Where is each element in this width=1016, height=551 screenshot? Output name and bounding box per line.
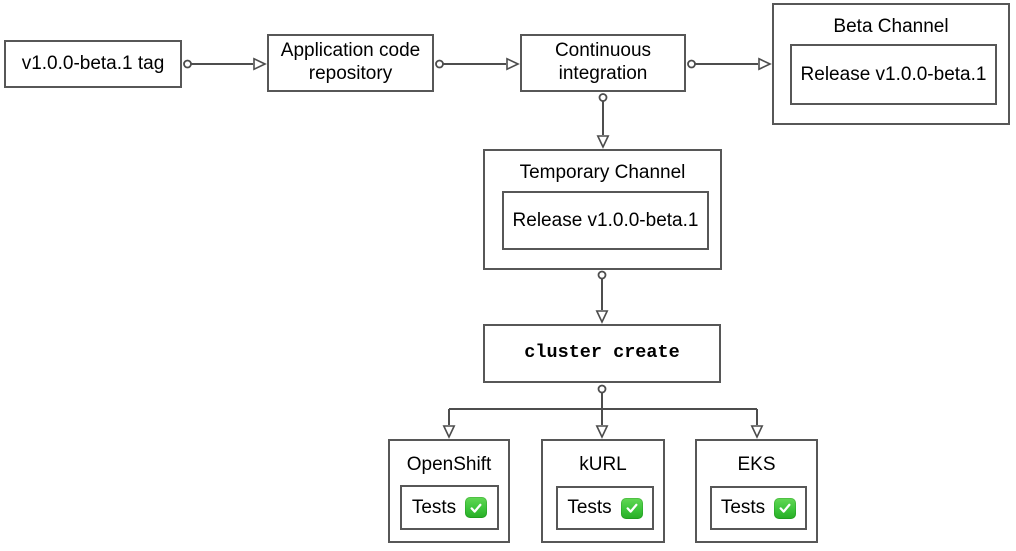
eks-tests-label: Tests xyxy=(720,497,766,518)
edge-ci-to-temporary-channel xyxy=(596,93,610,149)
temporary-channel-title: Temporary Channel xyxy=(519,162,686,183)
openshift-tests-box: Tests xyxy=(400,485,499,530)
kurl-tests-box: Tests xyxy=(556,486,654,530)
node-cluster-create: cluster create xyxy=(483,324,721,383)
temporary-channel-release-label: Release v1.0.0-beta.1 xyxy=(512,209,699,231)
eks-title: EKS xyxy=(737,454,776,475)
edge-repo-to-ci xyxy=(435,57,520,71)
group-temporary-channel: Temporary Channel Release v1.0.0-beta.1 xyxy=(483,149,722,270)
edge-ci-to-beta-channel xyxy=(687,57,772,71)
version-tag-label: v1.0.0-beta.1 tag xyxy=(21,52,165,74)
kurl-title: kURL xyxy=(579,454,627,475)
edge-cluster-create-to-test-clusters xyxy=(442,384,764,439)
check-mark-icon xyxy=(620,497,643,519)
edge-temporary-channel-to-cluster-create xyxy=(595,270,609,324)
openshift-title: OpenShift xyxy=(406,454,492,475)
group-eks: EKS Tests xyxy=(695,439,818,543)
beta-channel-title: Beta Channel xyxy=(833,16,949,37)
node-version-tag: v1.0.0-beta.1 tag xyxy=(4,40,182,88)
group-beta-channel: Beta Channel Release v1.0.0-beta.1 xyxy=(772,3,1010,125)
group-openshift: OpenShift Tests xyxy=(388,439,510,543)
beta-channel-release-label: Release v1.0.0-beta.1 xyxy=(800,63,987,85)
check-mark-icon xyxy=(465,497,488,518)
eks-tests-box: Tests xyxy=(710,486,807,530)
application-code-repository-label: Application code repository xyxy=(280,40,421,84)
node-application-code-repository: Application code repository xyxy=(267,34,434,92)
openshift-tests-label: Tests xyxy=(411,496,457,518)
beta-channel-release-box: Release v1.0.0-beta.1 xyxy=(790,44,997,105)
check-mark-icon xyxy=(774,497,797,519)
kurl-tests-label: Tests xyxy=(567,497,612,518)
node-continuous-integration: Continuous integration xyxy=(520,34,686,92)
edge-tag-to-repo xyxy=(183,57,267,71)
cluster-create-label: cluster create xyxy=(524,342,680,364)
temporary-channel-release-box: Release v1.0.0-beta.1 xyxy=(502,191,709,250)
group-kurl: kURL Tests xyxy=(541,439,665,543)
continuous-integration-label: Continuous integration xyxy=(554,40,652,84)
